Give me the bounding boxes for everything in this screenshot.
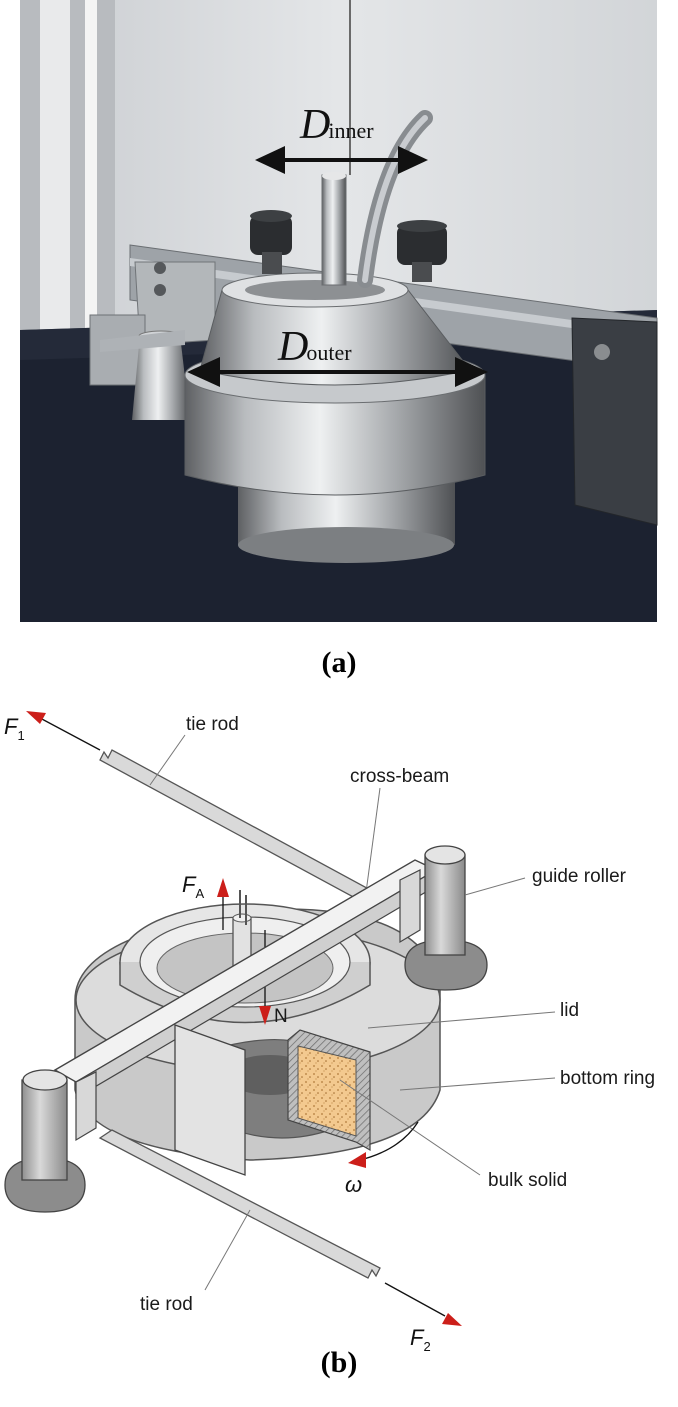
d-inner-label: Dinner — [299, 102, 374, 148]
f2-force-line — [384, 1282, 446, 1317]
caption-a: (a) — [322, 646, 357, 679]
leader-bottom-ring — [399, 1077, 556, 1091]
tie-rod-bottom — [98, 1129, 381, 1279]
label-tie-rod-top: tie rod — [186, 714, 239, 735]
label-tie-rod-bottom: tie rod — [140, 1294, 193, 1315]
guide-roller-left — [4, 1069, 86, 1213]
leader-bulk-solid — [339, 1079, 481, 1176]
label-guide-roller: guide roller — [532, 866, 627, 887]
omega-label: ω — [345, 1172, 362, 1197]
caption-b: (b) — [321, 1346, 358, 1379]
photo-cell-ring — [184, 374, 486, 496]
photo-left-cone — [132, 335, 190, 420]
f2-arrow-icon — [442, 1313, 462, 1326]
fa-label: FA — [182, 872, 204, 901]
f1-label: F1 — [4, 714, 25, 743]
n-arrow-icon — [259, 1006, 271, 1025]
f2-label: F2 — [410, 1325, 431, 1354]
label-lid: lid — [560, 1000, 579, 1021]
photo-panel: Dinner Douter — [20, 0, 658, 622]
leader-tie-rod-bottom — [204, 1209, 251, 1291]
photo-right-bracket — [571, 317, 658, 526]
f1-arrow-icon — [26, 711, 46, 724]
rotation-arc — [359, 1121, 419, 1161]
photo-knob-left — [250, 210, 292, 274]
leader-tie-rod-top — [149, 734, 186, 786]
label-bulk-solid: bulk solid — [488, 1170, 567, 1191]
f1-force-line — [39, 717, 101, 751]
leader-guide-roller — [464, 877, 526, 896]
n-label: N — [274, 1006, 288, 1027]
tie-rod-top — [99, 749, 377, 907]
label-cross-beam: cross-beam — [350, 766, 449, 787]
fa-arrow-icon — [217, 878, 229, 897]
omega-arrow-icon — [348, 1152, 366, 1168]
guide-roller-right — [404, 845, 488, 991]
leader-lid — [367, 1011, 556, 1029]
photo-knob-right — [397, 220, 447, 282]
schematic-panel: F1 tie rod cross-beam FA N — [4, 711, 655, 1354]
label-bottom-ring: bottom ring — [560, 1068, 655, 1089]
photo-center-shaft — [321, 174, 347, 286]
leader-cross-beam — [364, 787, 381, 901]
bulk-solid-section — [297, 1045, 357, 1137]
d-outer-label: Douter — [277, 324, 352, 370]
